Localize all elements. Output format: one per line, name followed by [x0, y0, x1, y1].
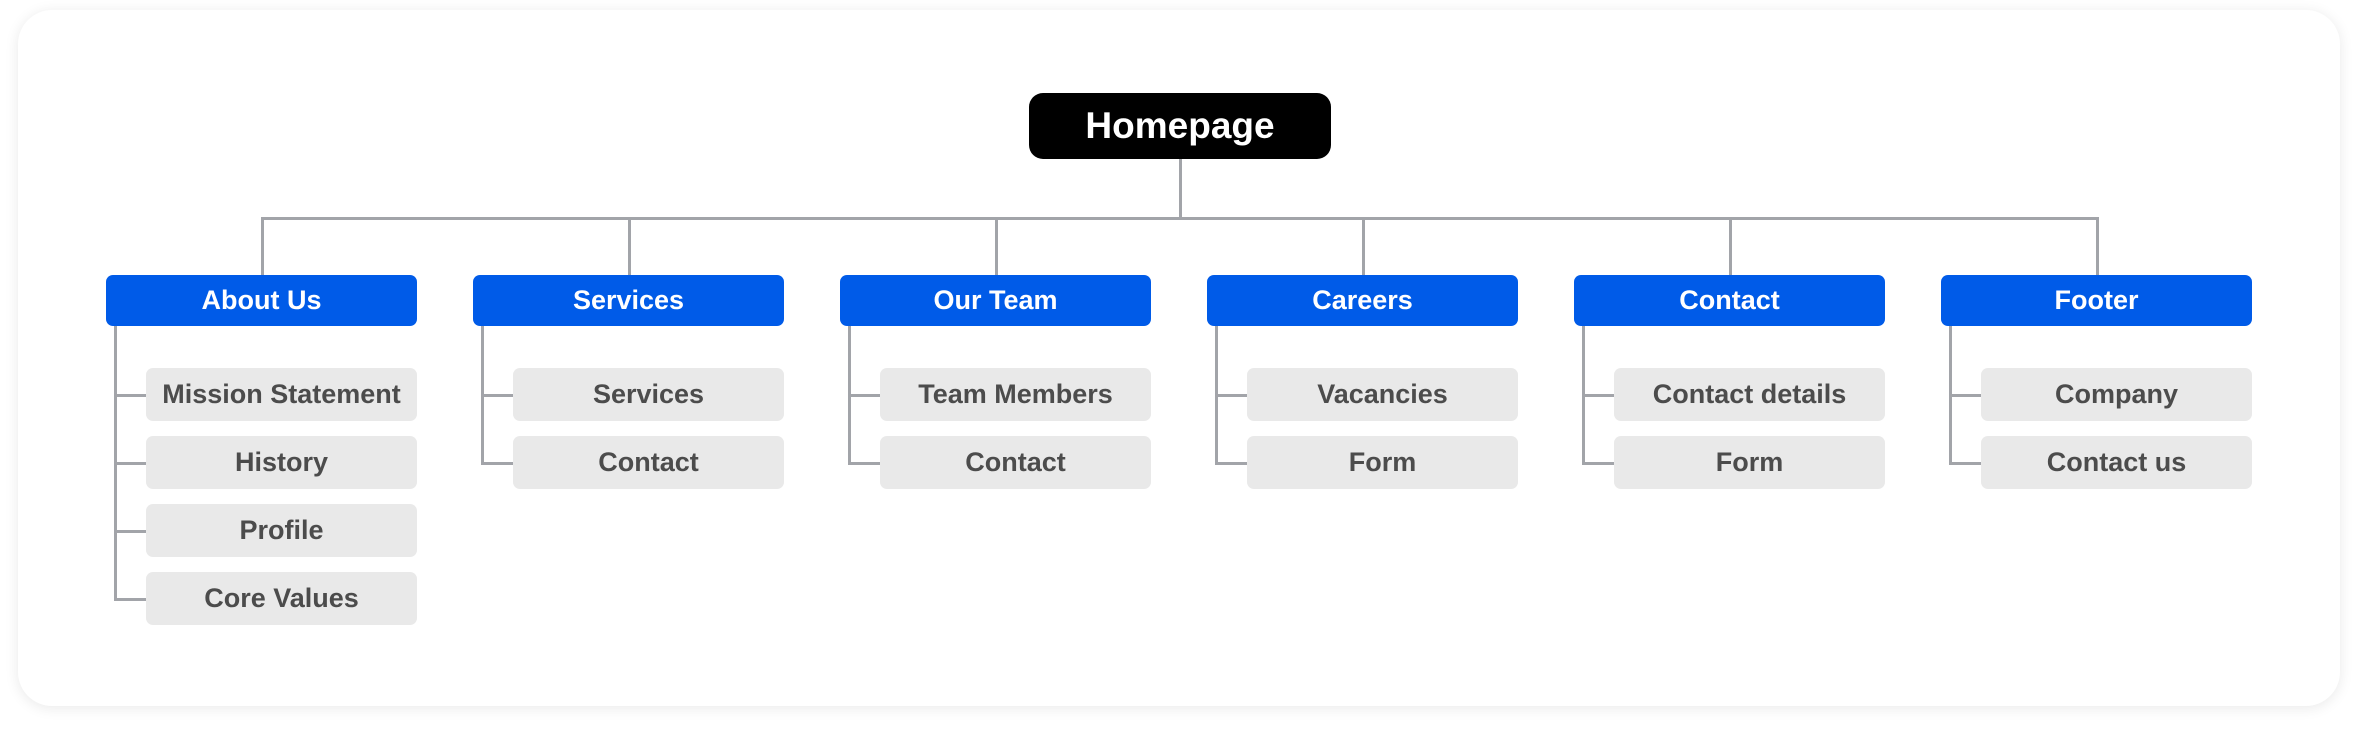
- item-node: Services: [513, 368, 784, 421]
- item-branch-our-team-0: [848, 393, 880, 397]
- category-node-contact: Contact: [1574, 275, 1885, 326]
- item-branch-careers-1: [1215, 461, 1247, 465]
- category-connector-our-team: [994, 218, 998, 275]
- category-node-our-team: Our Team: [840, 275, 1151, 326]
- category-node-services: Services: [473, 275, 784, 326]
- item-branch-about-us-1: [114, 461, 146, 465]
- item-branch-contact-1: [1582, 461, 1614, 465]
- item-node: Core Values: [146, 572, 417, 625]
- item-branch-footer-1: [1949, 461, 1981, 465]
- item-spine-services: [481, 326, 484, 464]
- item-node: History: [146, 436, 417, 489]
- category-connector-contact: [1728, 218, 1732, 275]
- item-branch-about-us-0: [114, 393, 146, 397]
- item-spine-our-team: [848, 326, 851, 464]
- item-node: Form: [1247, 436, 1518, 489]
- horizontal-bus-connector: [260, 217, 2099, 220]
- category-node-footer: Footer: [1941, 275, 2252, 326]
- item-node: Vacancies: [1247, 368, 1518, 421]
- item-spine-about-us: [114, 326, 117, 600]
- item-branch-contact-0: [1582, 393, 1614, 397]
- item-node: Contact us: [1981, 436, 2252, 489]
- item-spine-contact: [1582, 326, 1585, 464]
- item-node: Team Members: [880, 368, 1151, 421]
- root-node-homepage: Homepage: [1029, 93, 1331, 159]
- item-spine-footer: [1949, 326, 1952, 464]
- item-branch-our-team-1: [848, 461, 880, 465]
- category-connector-careers: [1361, 218, 1365, 275]
- item-branch-services-0: [481, 393, 513, 397]
- item-node: Contact details: [1614, 368, 1885, 421]
- item-spine-careers: [1215, 326, 1218, 464]
- category-connector-footer: [2095, 218, 2099, 275]
- root-connector: [1179, 159, 1182, 218]
- item-node: Contact: [880, 436, 1151, 489]
- category-node-about-us: About Us: [106, 275, 417, 326]
- item-branch-services-1: [481, 461, 513, 465]
- category-node-careers: Careers: [1207, 275, 1518, 326]
- item-node: Form: [1614, 436, 1885, 489]
- item-branch-about-us-3: [114, 597, 146, 601]
- item-branch-footer-0: [1949, 393, 1981, 397]
- category-connector-about-us: [260, 218, 264, 275]
- item-branch-about-us-2: [114, 529, 146, 533]
- item-branch-careers-0: [1215, 393, 1247, 397]
- item-node: Profile: [146, 504, 417, 557]
- item-node: Company: [1981, 368, 2252, 421]
- item-node: Contact: [513, 436, 784, 489]
- category-connector-services: [627, 218, 631, 275]
- item-node: Mission Statement: [146, 368, 417, 421]
